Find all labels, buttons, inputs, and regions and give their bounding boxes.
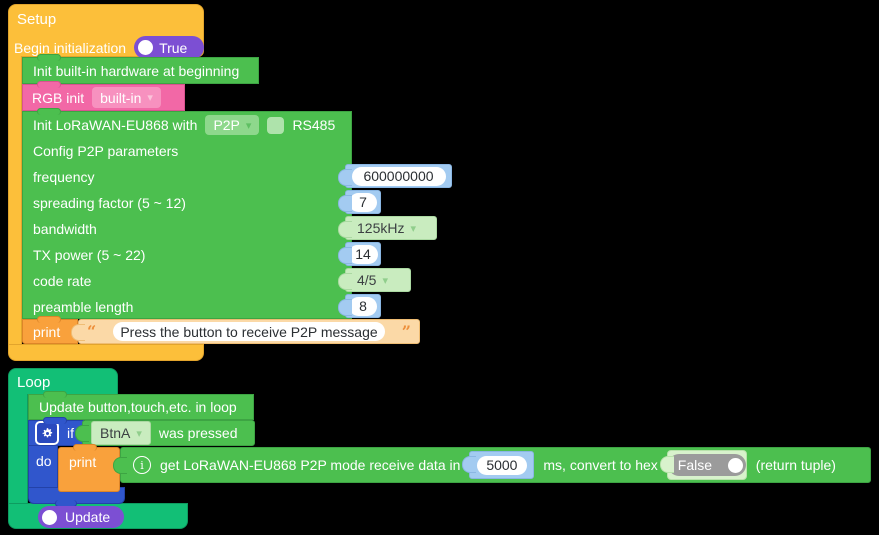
frequency-input[interactable]: 600000000 [351, 166, 446, 186]
connector-bump [37, 54, 61, 61]
lorawan-init-block[interactable]: Init LoRaWAN-EU868 with P2P ▾ RS485 Conf… [22, 108, 352, 319]
print-block-setup[interactable]: print [22, 316, 78, 344]
chevron-down-icon: ▾ [147, 92, 153, 104]
preamble-value-block[interactable]: 8 [338, 294, 381, 318]
param-label-spreading-factor: spreading factor (5 ~ 12) [33, 195, 186, 211]
preamble-input[interactable]: 8 [349, 296, 377, 316]
tx-power-input[interactable]: 14 [348, 244, 378, 264]
config-p2p-label: Config P2P parameters [33, 143, 179, 159]
setup-block-spine[interactable] [8, 56, 22, 345]
button-value: BtnA [100, 425, 131, 441]
connector-bump [37, 316, 61, 323]
connector-tab [113, 457, 127, 474]
connector-bump [37, 108, 61, 115]
update-in-loop-label: Update button,touch,etc. in loop [39, 399, 237, 415]
bandwidth-dropdown-block[interactable]: 125kHz ▾ [338, 216, 437, 240]
close-quote-icon: ” [401, 322, 411, 341]
update-in-loop-block[interactable]: Update button,touch,etc. in loop [28, 391, 254, 420]
chevron-down-icon: ▾ [410, 222, 416, 235]
connector-bump [73, 444, 97, 451]
connector-tab [338, 273, 352, 290]
chevron-down-icon: ▾ [136, 427, 142, 440]
connector-tab [71, 324, 85, 341]
print-label: print [33, 323, 61, 340]
print-block-loop[interactable]: print [58, 444, 120, 492]
init-hardware-block[interactable]: Init built-in hardware at beginning [22, 54, 259, 84]
string-input[interactable]: Press the button to receive P2P message [113, 322, 385, 341]
connector-tab [338, 299, 352, 316]
param-label-bandwidth: bandwidth [33, 221, 97, 237]
lorawan-init-label: Init LoRaWAN-EU868 with [33, 117, 198, 133]
timeout-value-block[interactable]: 5000 [462, 451, 535, 479]
connector-tab [659, 456, 674, 473]
rgb-target-dropdown[interactable]: built-in ▾ [92, 87, 161, 108]
connector-bump [43, 417, 67, 424]
connector-tab [75, 425, 89, 442]
string-block[interactable]: “ Press the button to receive P2P messag… [71, 319, 420, 344]
connector-tab [338, 221, 352, 238]
chevron-down-icon: ▾ [245, 119, 252, 132]
receive-text-middle: ms, convert to hex [543, 457, 658, 473]
param-label-frequency: frequency [33, 169, 95, 185]
connector-bump [37, 81, 61, 88]
rgb-init-label: RGB init [32, 89, 85, 106]
was-pressed-label: was pressed [158, 425, 238, 441]
toggle-state-label: Update [65, 509, 111, 525]
hex-toggle-holder[interactable]: False [659, 450, 747, 480]
mutator-gear-icon[interactable] [35, 421, 59, 445]
spreading-factor-value-block[interactable]: 7 [338, 190, 381, 214]
tx-power-value-block[interactable]: 14 [338, 242, 381, 266]
bandwidth-value: 125kHz [357, 220, 405, 236]
connector-tab [338, 247, 352, 264]
toggle-knob-icon [727, 457, 743, 473]
connector-tab [338, 169, 352, 186]
rgb-target-value: built-in [100, 89, 142, 106]
connector-tab [338, 195, 352, 212]
receive-text-before: get LoRaWAN-EU868 P2P mode receive data … [160, 457, 461, 473]
if-block-top[interactable]: if [28, 417, 84, 446]
receive-text-after: (return tuple) [755, 457, 836, 473]
toggle-knob-icon [138, 40, 154, 55]
rs485-checkbox[interactable] [267, 116, 285, 134]
param-label-code-rate: code rate [33, 273, 92, 289]
init-hardware-label: Init built-in hardware at beginning [33, 62, 240, 79]
if-condition-block[interactable]: BtnA ▾ was pressed [75, 420, 255, 446]
chevron-down-icon: ▾ [382, 274, 388, 287]
if-block-do-spine[interactable] [28, 446, 58, 488]
begin-initialization-label: Begin initialization [14, 39, 127, 56]
lorawan-mode-value: P2P [213, 117, 240, 133]
code-rate-value: 4/5 [357, 272, 377, 288]
button-dropdown[interactable]: BtnA ▾ [91, 421, 151, 445]
toggle-state-label: False [677, 457, 713, 473]
hex-toggle[interactable]: False [667, 454, 746, 476]
setup-block-header[interactable]: Setup Begin initialization True [8, 4, 205, 59]
do-label: do [36, 453, 52, 469]
connector-bump [43, 391, 67, 398]
setup-block-footer[interactable] [8, 344, 204, 361]
rs485-label: RS485 [292, 117, 336, 133]
toggle-knob-icon [42, 509, 57, 525]
p2p-receive-expression-block[interactable]: i get LoRaWAN-EU868 P2P mode receive dat… [113, 447, 871, 483]
open-quote-icon: “ [87, 322, 97, 341]
setup-title: Setup [17, 11, 57, 28]
param-label-tx-power: TX power (5 ~ 22) [33, 247, 146, 263]
loop-block-header[interactable]: Loop [8, 368, 118, 395]
print-label: print [69, 454, 97, 470]
connector-tab [462, 456, 477, 473]
param-label-preamble: preamble length [33, 299, 134, 315]
begin-initialization-toggle[interactable]: True [134, 36, 205, 59]
info-icon[interactable]: i [133, 456, 151, 474]
spreading-factor-input[interactable]: 7 [349, 192, 377, 212]
loop-title: Loop [17, 374, 51, 391]
toggle-state-label: True [159, 39, 188, 56]
loop-block-spine[interactable] [8, 394, 28, 504]
timeout-input[interactable]: 5000 [476, 455, 527, 475]
loop-update-toggle[interactable]: Update [38, 506, 124, 528]
frequency-value-block[interactable]: 600000000 [338, 164, 452, 188]
code-rate-dropdown-block[interactable]: 4/5 ▾ [338, 268, 411, 292]
rgb-init-block[interactable]: RGB init built-in ▾ [22, 81, 185, 111]
if-label: if [67, 425, 74, 441]
lorawan-mode-dropdown[interactable]: P2P ▾ [205, 115, 260, 135]
